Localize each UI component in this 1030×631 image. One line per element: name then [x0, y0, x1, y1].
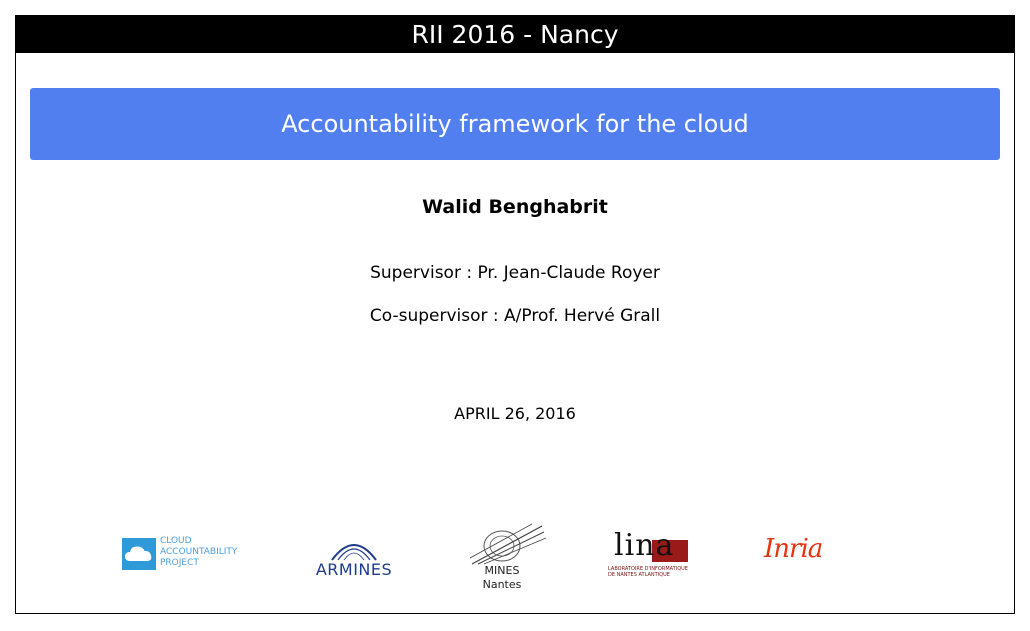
armines-arc-icon: [331, 544, 377, 561]
presentation-date: APRIL 26, 2016: [454, 404, 576, 423]
header-bar: RII 2016 - Nancy: [16, 16, 1014, 53]
lina-logo: lina LABORATOIRE D'INFORMATIQUE DE NANTE…: [608, 528, 698, 580]
cap-line-2: ACCOUNTABILITY: [160, 547, 238, 557]
mines-nantes-logo: MINES Nantes: [462, 520, 548, 594]
cloud-icon: [122, 538, 156, 570]
lina-sub-line-1: LABORATOIRE D'INFORMATIQUE: [608, 566, 688, 572]
header-title: RII 2016 - Nancy: [411, 20, 619, 49]
presentation-title: Accountability framework for the cloud: [281, 110, 749, 138]
armines-logo: ARMINES: [314, 532, 394, 580]
lina-text: lina: [614, 528, 675, 563]
inria-text: Inria: [764, 534, 823, 564]
cap-line-1: CLOUD: [160, 536, 192, 546]
lina-sub-line-2: DE NANTES ATLANTIQUE: [608, 572, 670, 578]
cloud-accountability-logo: CLOUD ACCOUNTABILITY PROJECT: [122, 536, 252, 576]
cosupervisor-line: Co-supervisor : A/Prof. Hervé Grall: [369, 306, 661, 326]
cloud-accountability-text: CLOUD ACCOUNTABILITY PROJECT: [160, 536, 260, 569]
logo-row: CLOUD ACCOUNTABILITY PROJECT ARMINES: [16, 516, 1014, 596]
inria-logo: Inria: [764, 534, 854, 570]
supervisor-line: Supervisor : Pr. Jean-Claude Royer: [370, 263, 660, 283]
author-name: Walid Benghabrit: [422, 196, 608, 218]
title-box: Accountability framework for the cloud: [30, 88, 1000, 160]
nantes-text: Nantes: [482, 578, 522, 591]
lina-red-block: [652, 540, 688, 562]
lina-subtitle: LABORATOIRE D'INFORMATIQUE DE NANTES ATL…: [608, 566, 698, 578]
armines-text: ARMINES: [315, 560, 393, 579]
mines-emblem-icon: [469, 523, 547, 565]
slide: RII 2016 - Nancy Accountability framewor…: [15, 15, 1015, 614]
mines-text: MINES: [484, 564, 520, 577]
cap-line-3: PROJECT: [160, 558, 199, 568]
